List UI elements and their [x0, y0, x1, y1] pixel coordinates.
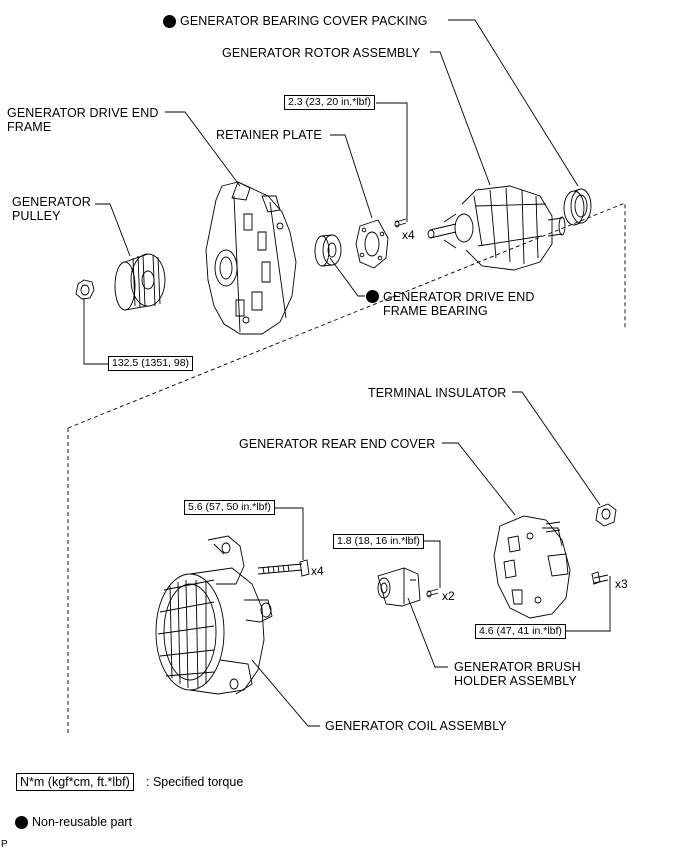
drive-end-bearing-nonreusable-mark	[366, 290, 379, 303]
leader-bearing-cover-packing	[448, 19, 579, 187]
leader-rear-torque	[566, 576, 611, 632]
label-retainer-plate: RETAINER PLATE	[216, 128, 322, 142]
label-drive-end-frame-bearing: GENERATOR DRIVE END FRAME BEARING	[383, 290, 535, 318]
qty-coil-bolt: x4	[311, 564, 324, 578]
corner-mark: P	[1, 839, 8, 850]
leader-pulley-torque	[83, 298, 108, 365]
drive-end-frame-drawing	[205, 181, 297, 335]
brush-holder-drawing	[377, 567, 421, 607]
leader-terminal-insulator	[512, 391, 601, 506]
leader-coil-assembly	[251, 659, 320, 727]
label-brush-holder: GENERATOR BRUSH HOLDER ASSEMBLY	[454, 660, 581, 688]
label-terminal-insulator: TERMINAL INSULATOR	[368, 386, 507, 400]
rotor-assembly-drawing	[427, 185, 566, 271]
coil-assembly-drawing	[155, 535, 273, 695]
label-pulley: GENERATOR PULLEY	[12, 195, 91, 223]
drive-end-bearing-drawing	[314, 234, 342, 267]
leader-coil-torque	[275, 507, 304, 560]
label-bearing-cover-packing: GENERATOR BEARING COVER PACKING	[180, 14, 428, 28]
label-rear-end-cover: GENERATOR REAR END COVER	[239, 437, 436, 451]
bearing-cover-packing-nonreusable-mark	[163, 15, 176, 28]
leader-rotor-assembly	[430, 51, 491, 186]
legend-torque-desc: : Specified torque	[146, 775, 244, 789]
torque-brush-screw: 1.8 (18, 16 in.*lbf)	[333, 534, 424, 549]
bearing-cover-packing-drawing	[563, 188, 592, 226]
leader-brush-holder	[407, 597, 448, 668]
torque-retainer-screw: 2.3 (23, 20 in.*lbf)	[284, 95, 375, 110]
pulley-drawing	[114, 253, 166, 311]
torque-rear-cover-nut: 4.6 (47, 41 in.*lbf)	[475, 624, 566, 639]
leader-brush-torque	[423, 540, 441, 588]
leader-bearing	[329, 257, 365, 297]
brush-screw-drawing	[426, 588, 439, 598]
rear-end-cover-drawing	[493, 515, 571, 619]
label-coil-assembly: GENERATOR COIL ASSEMBLY	[325, 719, 507, 733]
rear-nut-drawing	[591, 571, 609, 585]
leader-retainer-plate	[330, 134, 373, 219]
leader-retainer-torque	[376, 102, 408, 222]
assembly-dashed-outline	[67, 202, 626, 733]
label-drive-end-frame: GENERATOR DRIVE END FRAME	[7, 106, 159, 134]
retainer-screw-drawing	[394, 218, 407, 228]
leader-drive-end-frame	[165, 111, 241, 187]
terminal-insulator-drawing	[595, 503, 617, 527]
leader-pulley	[95, 203, 131, 257]
legend-torque-unit: N*m (kgf*cm, ft.*lbf)	[16, 773, 134, 791]
qty-retainer-screw: x4	[402, 228, 415, 242]
label-rotor-assembly: GENERATOR ROTOR ASSEMBLY	[222, 46, 421, 60]
qty-brush-screw: x2	[442, 589, 455, 603]
torque-coil-bolt: 5.6 (57, 50 in.*lbf)	[184, 500, 275, 515]
pulley-nut-drawing	[75, 279, 95, 300]
qty-rear-cover-nut: x3	[615, 577, 628, 591]
retainer-plate-drawing	[355, 219, 389, 269]
leader-rear-end-cover	[442, 442, 516, 516]
legend-nonreusable-text: Non-reusable part	[32, 815, 133, 829]
torque-pulley-nut: 132.5 (1351, 98)	[108, 356, 194, 371]
legend-nonreusable-mark	[15, 816, 28, 829]
coil-bolt-drawing	[257, 559, 310, 577]
